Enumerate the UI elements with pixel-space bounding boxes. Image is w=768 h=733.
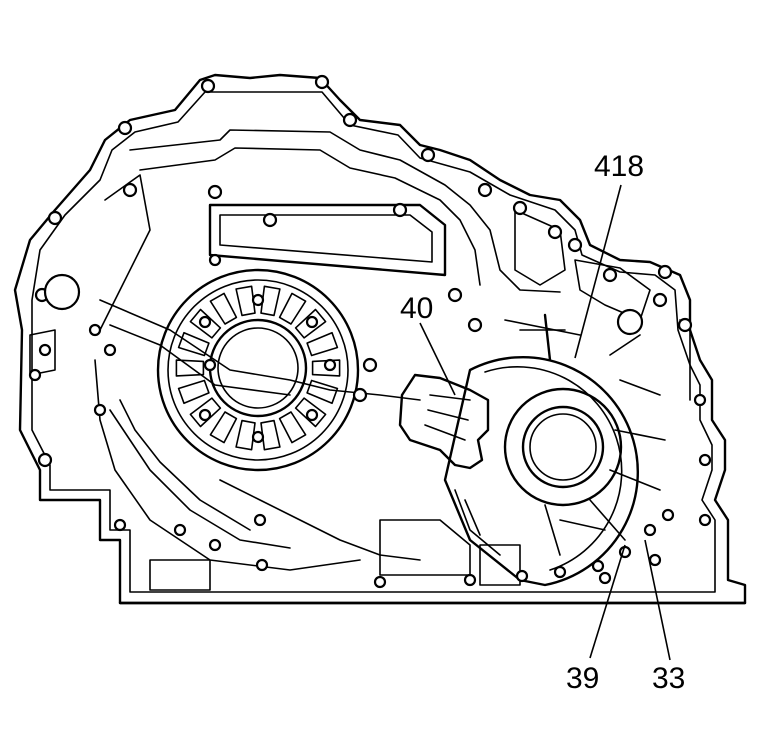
bolt-hole (362, 357, 378, 373)
leader-33 (644, 539, 671, 661)
bolt-hole (253, 513, 267, 527)
bore-rib (278, 411, 307, 444)
bore-rib (177, 331, 210, 357)
bolt-hole (93, 403, 107, 417)
bolt-hole (661, 508, 675, 522)
bore-rib (260, 285, 281, 317)
bore-rib (175, 359, 205, 377)
bolt-hole (305, 408, 319, 422)
bolt-hole (28, 368, 42, 382)
bolt-hole (677, 317, 693, 333)
bolt-hole (113, 518, 127, 532)
right-bearing-bore (443, 313, 666, 587)
bolt-hole (305, 315, 319, 329)
bolt-hole (342, 112, 358, 128)
callout-418: 418 (594, 150, 644, 183)
bolt-hole (373, 575, 387, 589)
bore-rib (306, 379, 339, 405)
bolt-hole (207, 184, 223, 200)
bolt-hole (657, 264, 673, 280)
bore-rib (209, 292, 238, 325)
valve-plate (398, 373, 490, 470)
bolt-hole (203, 358, 217, 372)
bolt-hole (467, 317, 483, 333)
bolt-hole (251, 293, 265, 307)
bolt-hole (698, 513, 712, 527)
left-bearing-bore (156, 268, 360, 472)
bore-rib (278, 292, 307, 325)
callout-39: 39 (566, 662, 599, 695)
bore-rib (294, 308, 327, 339)
bolt-hole (198, 315, 212, 329)
bolt-hole (477, 182, 493, 198)
bolt-hole (512, 200, 528, 216)
leader-40 (419, 322, 456, 396)
callout-40: 40 (400, 292, 433, 325)
callout-33: 33 (652, 662, 685, 695)
leader-418 (574, 184, 622, 359)
leader-39 (589, 544, 626, 659)
bolt-hole (643, 523, 657, 537)
bolt-hole (200, 78, 216, 94)
bolt-hole (652, 292, 668, 308)
case-passages (29, 129, 691, 591)
bolt-boss (616, 308, 644, 336)
bore-rib (306, 331, 339, 357)
bore-rib (260, 419, 281, 451)
bolt-hole (567, 237, 583, 253)
bolt-hole (47, 210, 63, 226)
bore-rib (189, 308, 222, 339)
bore-rib (294, 397, 327, 428)
bolt-hole (122, 182, 138, 198)
bolt-hole (255, 558, 269, 572)
bolt-hole (208, 253, 222, 267)
case-housing (13, 73, 747, 605)
bolt-hole (103, 343, 117, 357)
bolt-hole (602, 267, 618, 283)
bore-rib (235, 285, 256, 317)
bolt-hole (88, 323, 102, 337)
bolt-hole (38, 343, 52, 357)
bolt-hole (262, 212, 278, 228)
bolt-boss (43, 273, 81, 311)
bolt-hole (392, 202, 408, 218)
bolt-hole (515, 569, 529, 583)
bolt-hole (463, 573, 477, 587)
bolt-hole (117, 120, 133, 136)
bolt-hole (447, 287, 463, 303)
bore-rib (235, 419, 256, 451)
bolt-hole (693, 393, 707, 407)
bolt-hole (547, 224, 563, 240)
bore-rib (209, 411, 238, 444)
bolt-hole (352, 387, 368, 403)
bolt-hole (198, 408, 212, 422)
bolt-hole (420, 147, 436, 163)
bolt-hole (698, 453, 712, 467)
leader-lines (419, 184, 671, 661)
bolt-hole (598, 571, 612, 585)
bolt-hole (591, 559, 605, 573)
bolt-hole (251, 430, 265, 444)
case-bolt-holes (28, 74, 712, 589)
bolt-hole (553, 565, 567, 579)
bolt-hole (37, 452, 53, 468)
bolt-hole (208, 538, 222, 552)
bolt-hole (323, 358, 337, 372)
bore-rib (177, 379, 210, 405)
bolt-hole (314, 74, 330, 90)
bolt-hole (648, 553, 662, 567)
bolt-hole (173, 523, 187, 537)
